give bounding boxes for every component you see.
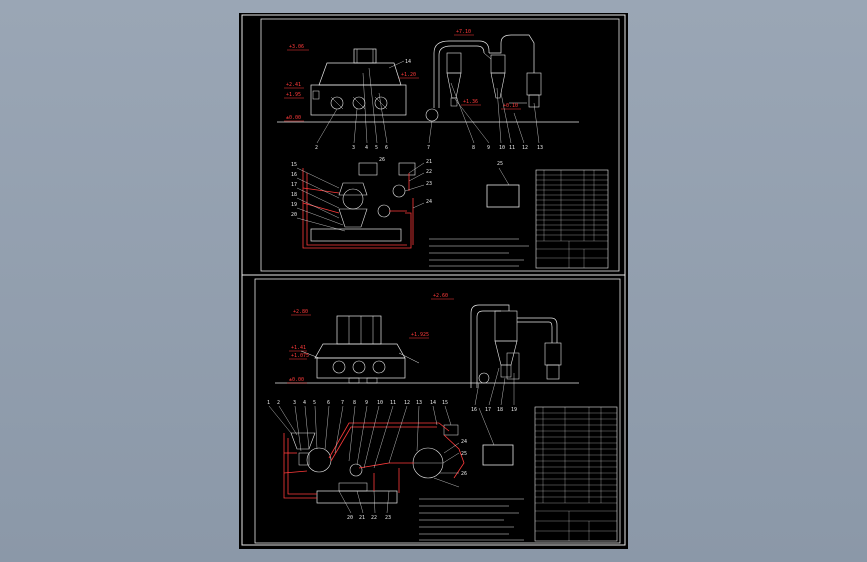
bottom-callout-numbers: 1 2 3 4 5 6 7 8 9 10 11 12 13 14 15 16 1… xyxy=(267,400,517,521)
callout-number: 23 xyxy=(385,515,391,521)
elevation-label: +1.075 xyxy=(291,353,309,359)
callout-number: 24 xyxy=(426,199,432,205)
callout-number: 14 xyxy=(430,400,436,406)
callout-number: 24 xyxy=(461,439,467,445)
callout-number: 26 xyxy=(461,471,467,477)
callout-number: 16 xyxy=(471,407,477,413)
top-elevation-labels: +3.06 +2.41 +1.95 +1.20 ±0.00 +7.10 +1.3… xyxy=(286,29,518,121)
elevation-label: +1.95 xyxy=(286,92,301,98)
callout-number: 16 xyxy=(291,172,297,178)
callout-number: 11 xyxy=(390,400,396,406)
callout-number: 6 xyxy=(385,145,388,151)
elevation-label: +1.36 xyxy=(463,99,478,105)
callout-number: 18 xyxy=(497,407,503,413)
elevation-label: +1.925 xyxy=(411,332,429,338)
callout-number: 15 xyxy=(291,162,297,168)
callout-number: 1 xyxy=(267,400,270,406)
callout-number: 17 xyxy=(485,407,491,413)
top-drawing-frame xyxy=(260,18,620,272)
elevation-label: +0.10 xyxy=(503,103,518,109)
elevation-label: ±0.00 xyxy=(286,115,301,121)
callout-number: 4 xyxy=(303,400,306,406)
callout-number: 25 xyxy=(497,161,503,167)
callout-number: 3 xyxy=(352,145,355,151)
callout-number: 13 xyxy=(416,400,422,406)
elevation-label: +2.80 xyxy=(293,309,308,315)
callout-number: 21 xyxy=(359,515,365,521)
callout-number: 9 xyxy=(487,145,490,151)
callout-number: 3 xyxy=(293,400,296,406)
callout-number: 22 xyxy=(371,515,377,521)
bottom-process-elevation xyxy=(275,298,579,406)
bottom-drawing-frame xyxy=(254,278,621,544)
callout-number: 2 xyxy=(277,400,280,406)
callout-number: 7 xyxy=(341,400,344,406)
callout-number: 15 xyxy=(442,400,448,406)
elevation-label: +2.60 xyxy=(433,293,448,299)
callout-number: 5 xyxy=(375,145,378,151)
callout-number: 20 xyxy=(347,515,353,521)
top-sheet-border xyxy=(241,14,626,276)
callout-number: 6 xyxy=(327,400,330,406)
drawing-sheet: +3.06 +2.41 +1.95 +1.20 ±0.00 +7.10 +1.3… xyxy=(239,13,628,549)
callout-number: 11 xyxy=(509,145,515,151)
callout-number: 9 xyxy=(365,400,368,406)
top-process-elevation xyxy=(277,34,579,144)
callout-number: 23 xyxy=(426,181,432,187)
elevation-label: +1.20 xyxy=(401,72,416,78)
elevation-label: +3.06 xyxy=(289,44,304,50)
top-flow-schematic xyxy=(296,162,609,269)
callout-number: 4 xyxy=(365,145,368,151)
callout-number: 19 xyxy=(511,407,517,413)
elevation-label: +1.41 xyxy=(291,345,306,351)
callout-number: 14 xyxy=(405,59,411,65)
bottom-elevation-labels: +2.80 +2.60 +1.41 +1.075 +1.925 ±0.00 xyxy=(289,293,448,383)
callout-number: 10 xyxy=(377,400,383,406)
callout-number: 18 xyxy=(291,192,297,198)
callout-number: 8 xyxy=(472,145,475,151)
callout-number: 17 xyxy=(291,182,297,188)
callout-number: 20 xyxy=(291,212,297,218)
callout-number: 19 xyxy=(291,202,297,208)
callout-number: 8 xyxy=(353,400,356,406)
callout-number: 7 xyxy=(427,145,430,151)
callout-number: 21 xyxy=(426,159,432,165)
callout-number: 10 xyxy=(499,145,505,151)
callout-number: 2 xyxy=(315,145,318,151)
callout-number: 12 xyxy=(522,145,528,151)
callout-number: 12 xyxy=(404,400,410,406)
callout-number: 26 xyxy=(379,157,385,163)
elevation-label: ±0.00 xyxy=(289,377,304,383)
callout-number: 22 xyxy=(426,169,432,175)
top-callout-numbers: 2 3 4 5 6 7 8 9 10 11 12 13 14 15 16 17 … xyxy=(291,59,543,218)
elevation-label: +7.10 xyxy=(456,29,471,35)
callout-number: 13 xyxy=(537,145,543,151)
bottom-flow-schematic xyxy=(268,405,618,542)
elevation-label: +2.41 xyxy=(286,82,301,88)
cad-drawing: +3.06 +2.41 +1.95 +1.20 ±0.00 +7.10 +1.3… xyxy=(241,14,626,546)
callout-number: 25 xyxy=(461,451,467,457)
bottom-sheet-border xyxy=(241,274,626,546)
callout-number: 5 xyxy=(313,400,316,406)
